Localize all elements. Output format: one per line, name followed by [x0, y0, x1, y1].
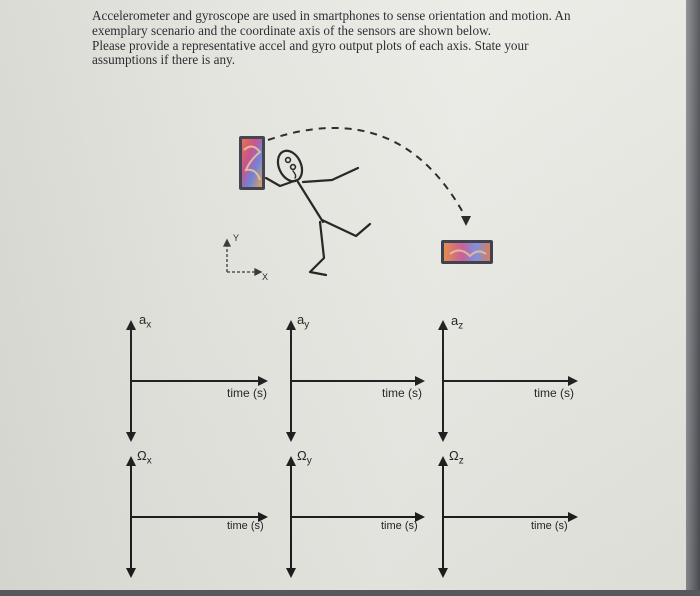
plot-omega-y-time-label: time (s) [381, 520, 418, 532]
plot-omega-z-label: Ωz [449, 448, 464, 467]
phone-end-icon [441, 240, 493, 264]
sensor-coordinate-axes [222, 238, 263, 277]
axis-y-label: Y [233, 233, 240, 243]
plot-omega-z-time-label: time (s) [531, 520, 568, 532]
phone-start-icon [239, 136, 265, 190]
question-line-2: exemplary scenario and the coordinate ax… [92, 22, 492, 38]
monitor-bezel-bottom [0, 590, 700, 596]
question-line-4: assumptions if there is any. [92, 52, 236, 68]
plot-omega-x-label: Ωx [137, 448, 152, 467]
question-line-1: Accelerometer and gyroscope are used in … [92, 8, 571, 23]
throw-trajectory-arc [267, 127, 467, 219]
plot-omega-y-label: Ωy [297, 448, 312, 467]
plot-ax-label: ax [139, 312, 152, 331]
trajectory-arrowhead-icon [461, 216, 471, 226]
plot-az-time-label: time (s) [534, 386, 574, 400]
plot-az-label: az [451, 313, 464, 332]
question-text: Accelerometer and gyroscope are used in … [92, 8, 652, 68]
plot-ay-label: ay [297, 312, 310, 331]
stick-figure [264, 149, 372, 277]
monitor-bezel-right [686, 0, 700, 596]
plot-omega-x-time-label: time (s) [227, 520, 264, 532]
plot-ax-time-label: time (s) [227, 386, 267, 400]
plot-axes [130, 326, 572, 572]
question-line-3: Please provide a representative accel an… [92, 37, 529, 53]
plot-arrowheads [126, 320, 578, 578]
plot-ay-time-label: time (s) [382, 386, 422, 400]
axis-x-label: X [262, 272, 269, 282]
